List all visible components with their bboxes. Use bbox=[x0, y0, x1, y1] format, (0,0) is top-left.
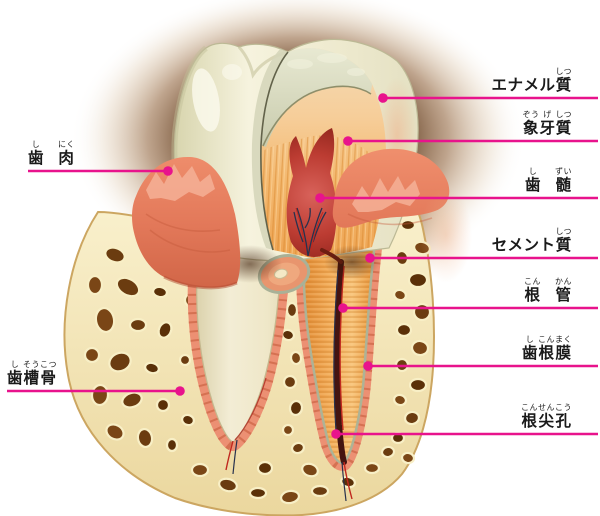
term-text: 根 bbox=[521, 413, 538, 430]
term-text: 牙 bbox=[539, 120, 556, 137]
term-text: 尖 bbox=[538, 413, 555, 430]
term-text: セメント bbox=[491, 237, 556, 254]
leader-dot-pulp bbox=[315, 193, 325, 203]
term-text: 根 bbox=[538, 345, 555, 362]
leader-lines bbox=[7, 93, 598, 439]
term-text: 質 bbox=[555, 120, 572, 137]
label-cementum: セメントしつ質 bbox=[492, 227, 572, 254]
term-text: 髄 bbox=[555, 177, 572, 194]
label-segment: し歯 bbox=[28, 140, 44, 167]
furigana-text: ぞう bbox=[522, 110, 540, 119]
label-segment: こう孔 bbox=[555, 403, 572, 430]
enamel-cut-cap-shape bbox=[261, 48, 372, 147]
term-text: 槽 bbox=[23, 370, 40, 387]
term-text: 肉 bbox=[58, 150, 75, 167]
term-text: エナメル bbox=[491, 77, 556, 94]
label-segment: こん根 bbox=[524, 277, 541, 304]
furigana-text: せん bbox=[538, 403, 555, 412]
label-segment: こん根 bbox=[538, 335, 555, 362]
label-pulp: し歯ずい髄 bbox=[525, 167, 572, 194]
label-segment: こつ骨 bbox=[40, 360, 57, 387]
furigana-text: まく bbox=[555, 335, 572, 344]
root-canal-shape bbox=[333, 259, 347, 465]
leader-dot-apical-foramen bbox=[331, 429, 341, 439]
label-segment: ぞう象 bbox=[522, 110, 539, 137]
furigana-text: げ bbox=[543, 110, 552, 119]
furigana-text: しつ bbox=[555, 67, 572, 76]
furigana-text: かん bbox=[555, 277, 572, 286]
furigana-text: しつ bbox=[555, 110, 572, 119]
label-segment: セメント bbox=[492, 227, 556, 254]
label-segment: しつ質 bbox=[555, 227, 572, 254]
label-segment: しつ質 bbox=[555, 110, 572, 137]
term-text: 歯 bbox=[524, 177, 541, 194]
term-text: 歯 bbox=[521, 345, 538, 362]
furigana-text: し bbox=[10, 360, 20, 369]
label-segment: しつ質 bbox=[555, 67, 572, 94]
label-segment: ずい髄 bbox=[555, 167, 572, 194]
apical-vessels-right bbox=[343, 461, 353, 500]
furigana-text: ずい bbox=[555, 167, 572, 176]
label-dentin: ぞう象げ牙しつ質 bbox=[522, 110, 572, 137]
label-segment: せん尖 bbox=[538, 403, 555, 430]
furigana-text: こん bbox=[521, 403, 538, 412]
label-segment: にく肉 bbox=[58, 140, 75, 167]
term-text: 歯 bbox=[28, 150, 45, 167]
term-text: 象 bbox=[522, 120, 539, 137]
label-segment: し歯 bbox=[522, 335, 538, 362]
furigana-text: し bbox=[528, 167, 538, 176]
label-segment: げ牙 bbox=[539, 110, 555, 137]
furigana-text: こん bbox=[524, 277, 541, 286]
furigana-text: し bbox=[31, 140, 41, 149]
cut-rim-band bbox=[251, 49, 288, 250]
root-right-section bbox=[302, 245, 376, 502]
leader-dot-cementum bbox=[365, 253, 375, 263]
label-gingiva: し歯にく肉 bbox=[28, 140, 75, 167]
leader-dot-gingiva bbox=[163, 166, 173, 176]
term-text: 骨 bbox=[40, 370, 57, 387]
leader-dot-periodontal-membrane bbox=[363, 361, 373, 371]
pulp-vessels bbox=[293, 207, 327, 257]
term-text: 管 bbox=[555, 287, 572, 304]
leader-dot-root-canal bbox=[338, 303, 348, 313]
leader-dot-enamel bbox=[378, 93, 388, 103]
label-periodontal-membrane: し歯こん根まく膜 bbox=[522, 335, 572, 362]
term-text: 質 bbox=[555, 77, 572, 94]
furigana-text: しつ bbox=[555, 227, 572, 236]
leader-dot-alveolar-bone bbox=[175, 386, 185, 396]
gum-left bbox=[132, 156, 241, 290]
furigana-text: そう bbox=[23, 360, 41, 369]
pulp-shape bbox=[286, 128, 337, 257]
label-segment: かん管 bbox=[555, 277, 572, 304]
term-text: 質 bbox=[555, 237, 572, 254]
label-segment: まく膜 bbox=[555, 335, 572, 362]
label-segment: し歯 bbox=[7, 360, 23, 387]
term-text: 孔 bbox=[555, 413, 572, 430]
label-segment: こん根 bbox=[521, 403, 538, 430]
furigana-text: し bbox=[525, 335, 535, 344]
furigana-text: こつ bbox=[40, 360, 58, 369]
label-alveolar-bone: し歯そう槽こつ骨 bbox=[7, 360, 57, 387]
term-text: 根 bbox=[524, 287, 541, 304]
furigana-text: こん bbox=[538, 335, 555, 344]
label-segment: し歯 bbox=[525, 167, 541, 194]
leader-dot-dentin bbox=[343, 136, 353, 146]
label-segment: そう槽 bbox=[23, 360, 40, 387]
interdental-shadow bbox=[324, 245, 380, 279]
label-enamel: エナメルしつ質 bbox=[491, 67, 572, 94]
term-text: 歯 bbox=[7, 370, 24, 387]
label-root-canal: こん根かん管 bbox=[524, 277, 572, 304]
furigana-text: こう bbox=[555, 403, 572, 412]
label-apical-foramen: こん根せん尖こう孔 bbox=[521, 403, 572, 430]
label-segment: エナメル bbox=[491, 67, 555, 94]
term-text: 膜 bbox=[555, 345, 572, 362]
furigana-text: にく bbox=[58, 140, 75, 149]
apical-vessels-left bbox=[225, 440, 234, 471]
